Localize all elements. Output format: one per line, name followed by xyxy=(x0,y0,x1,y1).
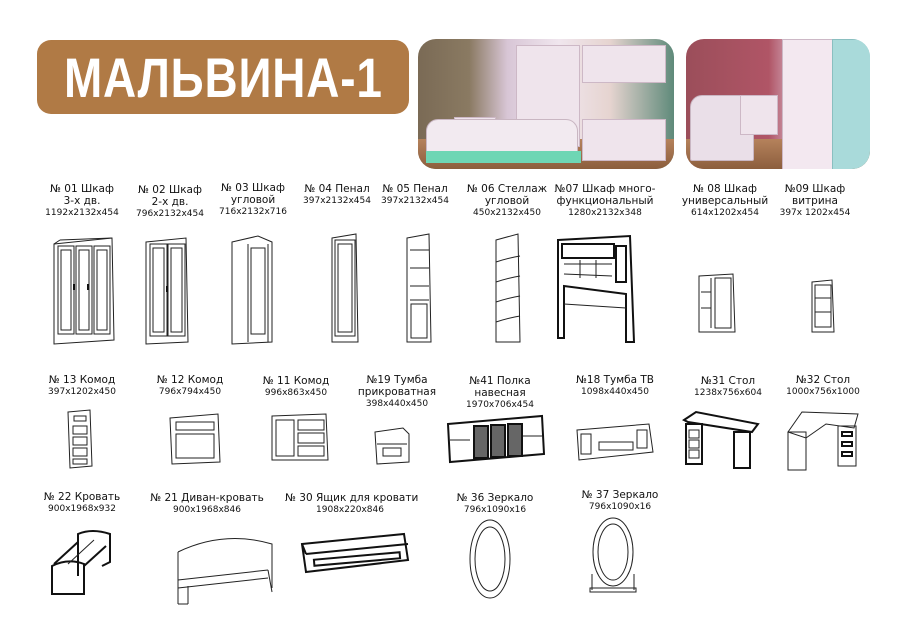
item-30-label: № 30 Ящик для кровати 1908x220x846 xyxy=(285,492,419,515)
item-05-label: № 05 Пенал 397x2132x454 xyxy=(381,183,449,206)
wardrobe-3-door-drawing xyxy=(53,237,115,345)
display-cabinet-drawing xyxy=(811,279,835,333)
wardrobe-2-door-drawing xyxy=(145,237,189,345)
item-37-label: № 37 Зеркало 796x1090x16 xyxy=(581,489,659,512)
item-09-label: №09 Шкаф витрина 397x 1202x454 xyxy=(779,183,851,218)
item-21-label: № 21 Диван-кровать 900x1968x846 xyxy=(150,492,264,515)
dresser-12-drawing xyxy=(169,413,221,465)
dresser-13-drawing xyxy=(67,409,93,469)
collection-title: МАЛЬВИНА-1 xyxy=(63,45,383,109)
tv-stand-drawing xyxy=(576,423,654,461)
item-31-label: №31 Стол 1238x756x604 xyxy=(694,375,762,398)
corner-wardrobe-drawing xyxy=(231,235,273,345)
bedroom-photo-2 xyxy=(686,39,870,169)
corner-desk-drawing xyxy=(787,411,859,471)
bedside-table-drawing xyxy=(374,427,410,465)
corner-shelf-drawing xyxy=(495,233,521,343)
item-12-label: № 12 Комод 796x794x450 xyxy=(156,374,224,397)
item-01-label: № 01 Шкаф 3-х дв. 1192x2132x454 xyxy=(45,183,119,218)
oval-mirror-drawing xyxy=(469,519,511,599)
item-03-label: № 03 Шкаф угловой 716x2132x716 xyxy=(219,182,287,217)
universal-cabinet-drawing xyxy=(698,273,736,333)
desk-31-drawing xyxy=(682,410,760,469)
sofa-bed-drawing xyxy=(177,538,273,605)
item-41-label: №41 Полка навесная 1970x706x454 xyxy=(466,375,534,410)
item-32-label: №32 Стол 1000x756x1000 xyxy=(786,374,860,397)
bedroom-photo-1 xyxy=(418,39,674,169)
pencil-case-shelves-drawing xyxy=(406,233,432,343)
item-04-label: № 04 Пенал 397x2132x454 xyxy=(303,183,371,206)
pencil-case-cabinet-drawing xyxy=(331,233,359,343)
multifunction-wardrobe-drawing xyxy=(557,234,636,343)
item-18-label: №18 Тумба ТВ 1098x440x450 xyxy=(575,374,655,397)
item-13-label: № 13 Комод 397x1202x450 xyxy=(48,374,116,397)
item-07-label: №07 Шкаф много- функциональный 1280x2132… xyxy=(554,183,656,218)
standing-mirror-drawing xyxy=(589,517,637,593)
item-06-label: № 06 Стеллаж угловой 450x2132x450 xyxy=(466,183,548,218)
dresser-11-drawing xyxy=(271,413,329,461)
bed-drawer-drawing xyxy=(300,532,410,574)
collection-banner: МАЛЬВИНА-1 xyxy=(37,40,409,114)
item-22-label: № 22 Кровать 900x1968x932 xyxy=(43,491,121,514)
item-19-label: №19 Тумба прикроватная 398x440x450 xyxy=(357,374,437,409)
item-02-label: № 02 Шкаф 2-х дв. 796x2132x454 xyxy=(136,184,204,219)
wall-shelf-drawing xyxy=(446,414,546,464)
item-08-label: № 08 Шкаф универсальный 614x1202x454 xyxy=(681,183,769,218)
item-36-label: № 36 Зеркало 796x1090x16 xyxy=(456,492,534,515)
item-11-label: № 11 Комод 996x863x450 xyxy=(262,375,330,398)
bed-drawing xyxy=(51,530,111,595)
